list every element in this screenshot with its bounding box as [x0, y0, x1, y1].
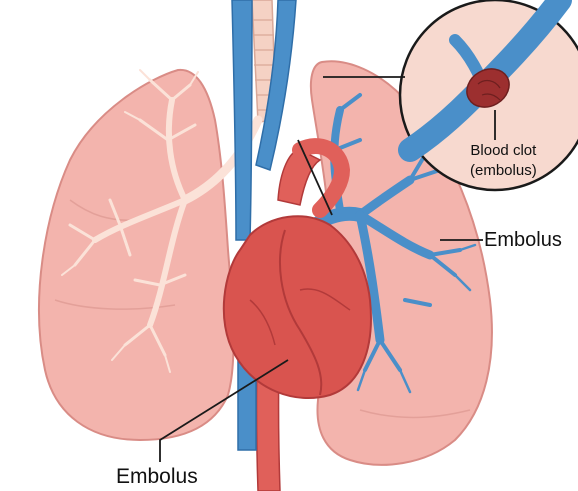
blood-clot-label: Blood clot (embolus)	[470, 141, 537, 181]
embolus-label-right: Embolus	[484, 229, 562, 252]
embolus-label-bottom: Embolus	[116, 465, 198, 489]
blood-clot-label-line1: Blood clot	[470, 141, 537, 161]
blood-clot-label-line2: (embolus)	[470, 161, 537, 181]
left-lung	[39, 70, 233, 440]
